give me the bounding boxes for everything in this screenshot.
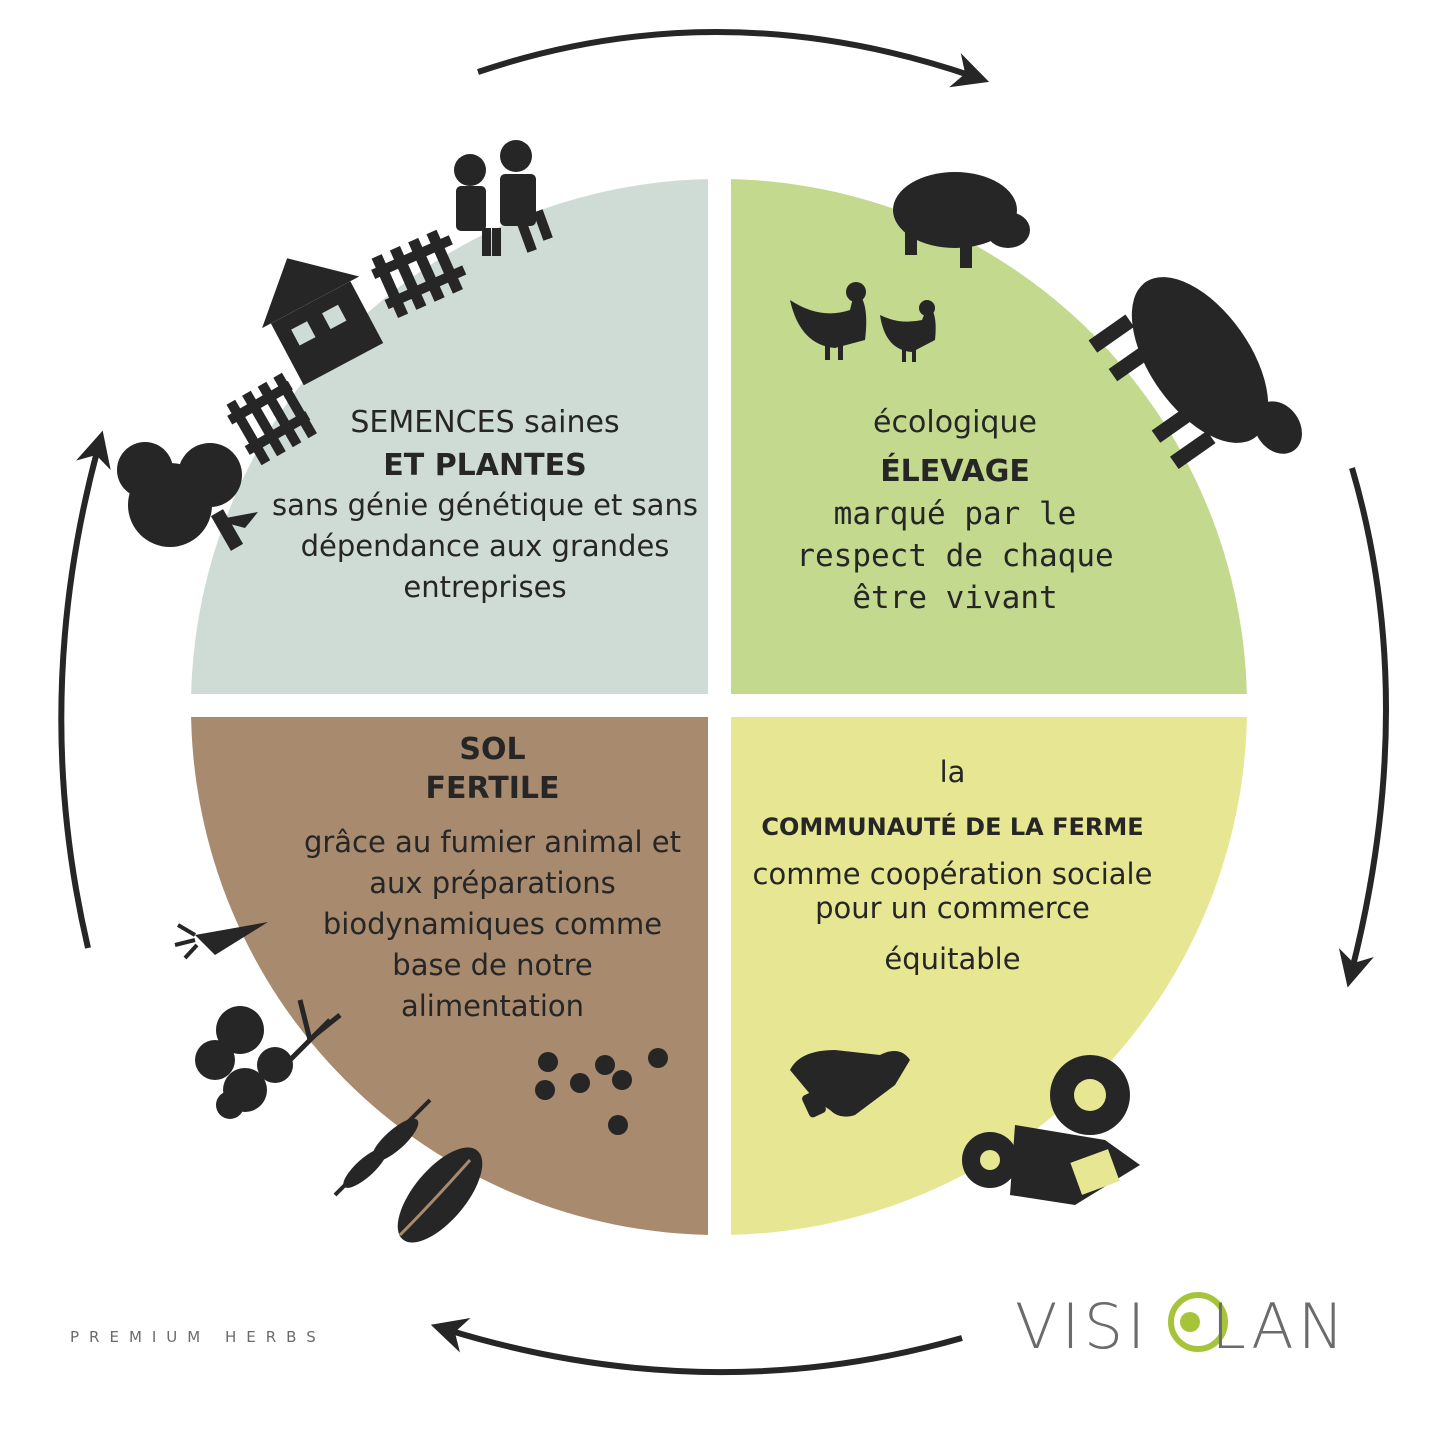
community-text: la COMMUNAUTÉ DE LA FERME comme coopérat…: [740, 752, 1165, 980]
brand-name-left: VISI: [1015, 1290, 1150, 1363]
soil-title-2: FERTILE: [425, 771, 560, 806]
seeds-text: SEMENCES saines ET PLANTES sans génie gé…: [270, 405, 700, 608]
tree-icon: [117, 442, 258, 551]
hen-icon: [880, 300, 936, 362]
arrow-top: [477, 28, 990, 88]
soil-title-1: SOL: [459, 732, 526, 767]
livestock-title: ÉLEVAGE: [880, 454, 1030, 489]
seeds-body-3: entreprises: [403, 570, 567, 604]
handshake-icon: [790, 1050, 910, 1118]
seeds-body-2: dépendance aux grandes: [300, 529, 670, 563]
seeds-body-1: sans génie génétique et sans: [272, 488, 698, 522]
rooster-icon: [790, 282, 867, 360]
arrow-bottom: [430, 1318, 963, 1376]
farmhouse-icon: [262, 258, 384, 386]
seeds-icon: [535, 1048, 668, 1135]
cow-icon: [1088, 277, 1302, 469]
soil-text: SOL FERTILE grâce au fumier animal et au…: [290, 732, 695, 1027]
brand-o-outer: [1168, 1292, 1228, 1352]
soil-body-5: alimentation: [400, 989, 585, 1023]
brand-subtitle: PREMIUM HERBS: [70, 1328, 326, 1346]
livestock-body-2: respect de chaque: [796, 538, 1114, 574]
community-body-3: équitable: [884, 942, 1021, 976]
brand-logo: VISI LAN: [1015, 1290, 1395, 1363]
livestock-body-1: marqué par le: [833, 496, 1077, 532]
livestock-line1: écologique: [873, 405, 1037, 440]
tractor-icon: [962, 1055, 1140, 1205]
roots-tree-icon: [195, 999, 342, 1119]
corn-icon: [397, 1147, 483, 1243]
community-body-2: pour un commerce: [815, 891, 1090, 925]
fence-icon: [226, 372, 317, 466]
fence-icon-2: [371, 229, 467, 319]
soil-body-3: biodynamiques comme: [322, 907, 663, 941]
arrow-left: [58, 430, 111, 949]
seeds-title: ET PLANTES: [383, 448, 587, 483]
livestock-body-3: être vivant: [852, 580, 1058, 616]
soil-body-4: base de notre: [392, 948, 593, 982]
seeds-line1: SEMENCES saines: [350, 405, 620, 440]
wheat-icon: [333, 1098, 432, 1197]
brand-name-right: LAN: [1211, 1290, 1349, 1363]
brand-name: VISI LAN: [1015, 1290, 1348, 1363]
brand-o-inner: [1180, 1312, 1200, 1332]
arrow-right: [1338, 467, 1389, 988]
carrot-icon: [174, 922, 268, 960]
livestock-text: écologique ÉLEVAGE marqué par le respect…: [735, 405, 1175, 619]
community-body-1: comme coopération sociale: [752, 857, 1153, 891]
soil-body-2: aux préparations: [369, 866, 616, 900]
farmers-icon: [454, 140, 553, 256]
community-line1: la: [939, 755, 966, 789]
community-title: COMMUNAUTÉ DE LA FERME: [761, 813, 1144, 841]
soil-body-1: grâce au fumier animal et: [303, 825, 682, 859]
pig-icon: [893, 172, 1030, 268]
